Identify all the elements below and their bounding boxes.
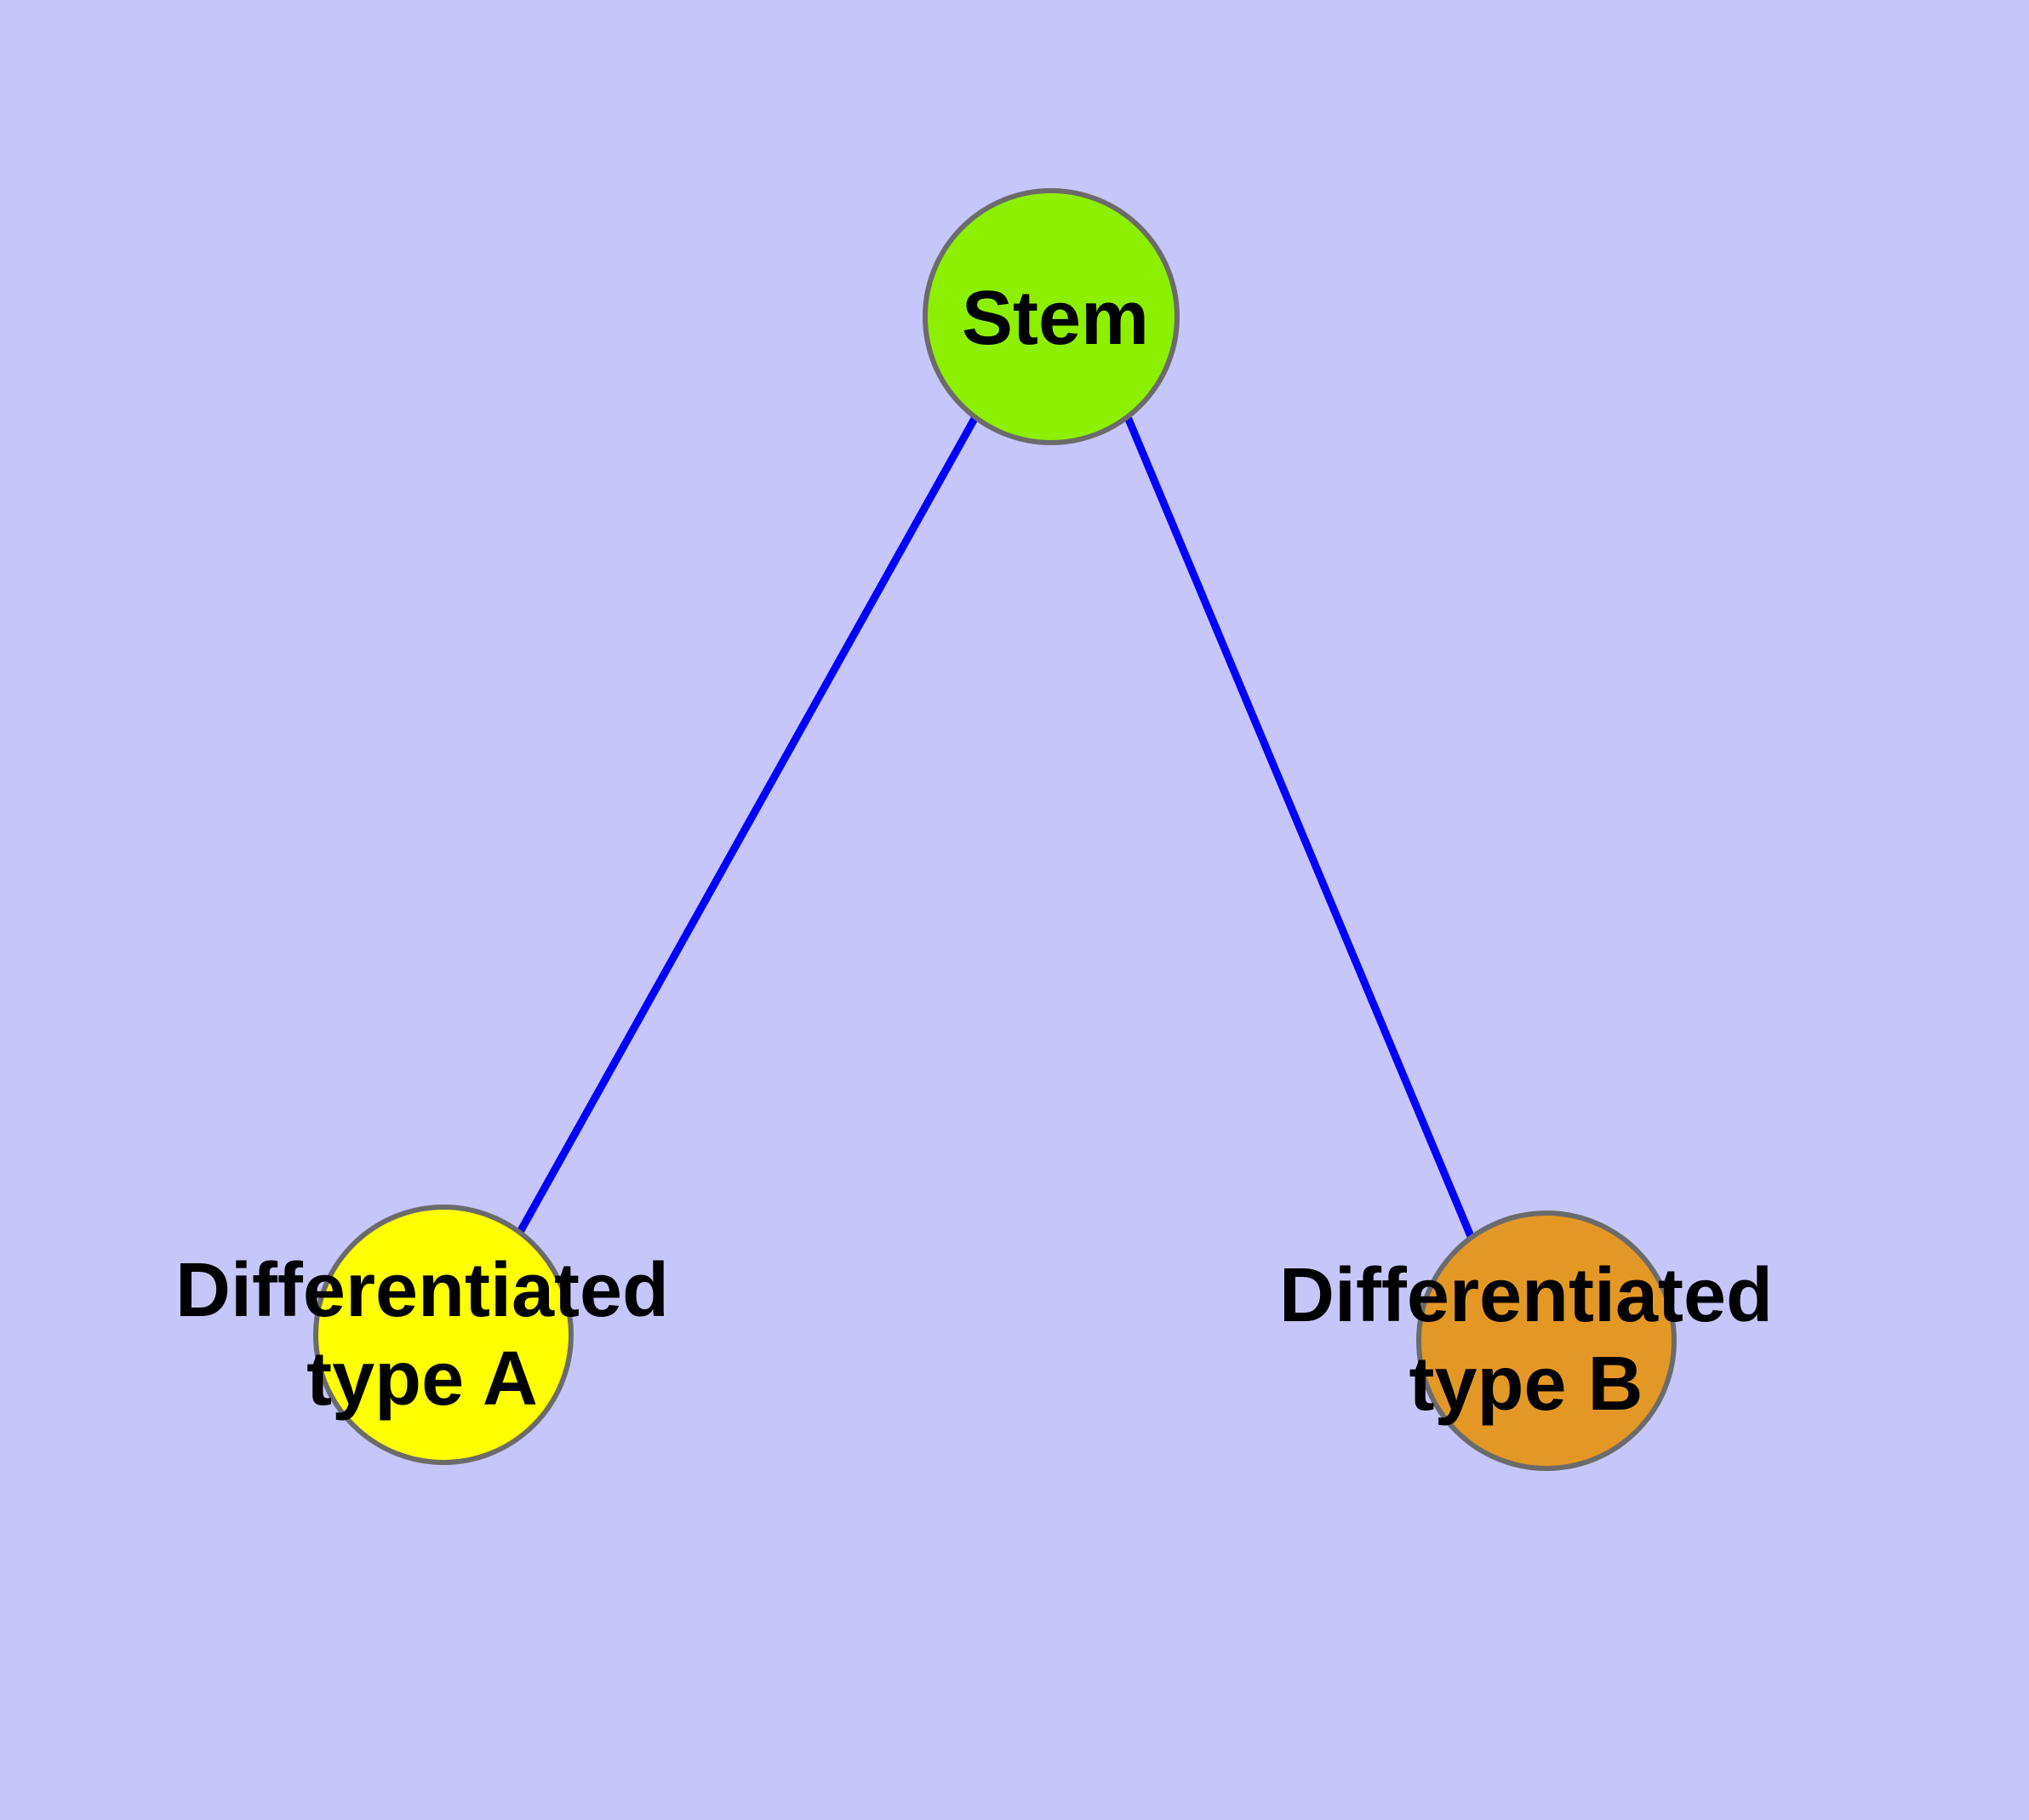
graph-edge-stem-to-diff-a[interactable]	[516, 415, 979, 1236]
graph-node-stem[interactable]	[923, 188, 1180, 445]
node-label-line: Stem	[962, 276, 1149, 361]
edges-layer	[516, 415, 1477, 1242]
node-label-line: Differentiated	[175, 1248, 669, 1333]
node-label-line: type A	[306, 1336, 538, 1422]
graph-edge-stem-to-diff-b[interactable]	[1123, 415, 1477, 1242]
graph-node-diff-a[interactable]	[313, 1205, 574, 1465]
node-label-line: type B	[1409, 1342, 1643, 1427]
nodes-layer	[313, 188, 1677, 1471]
graph-node-diff-b[interactable]	[1416, 1210, 1677, 1471]
node-label-line: Differentiated	[1279, 1253, 1773, 1338]
node-label-stem: Stem	[962, 276, 1149, 361]
